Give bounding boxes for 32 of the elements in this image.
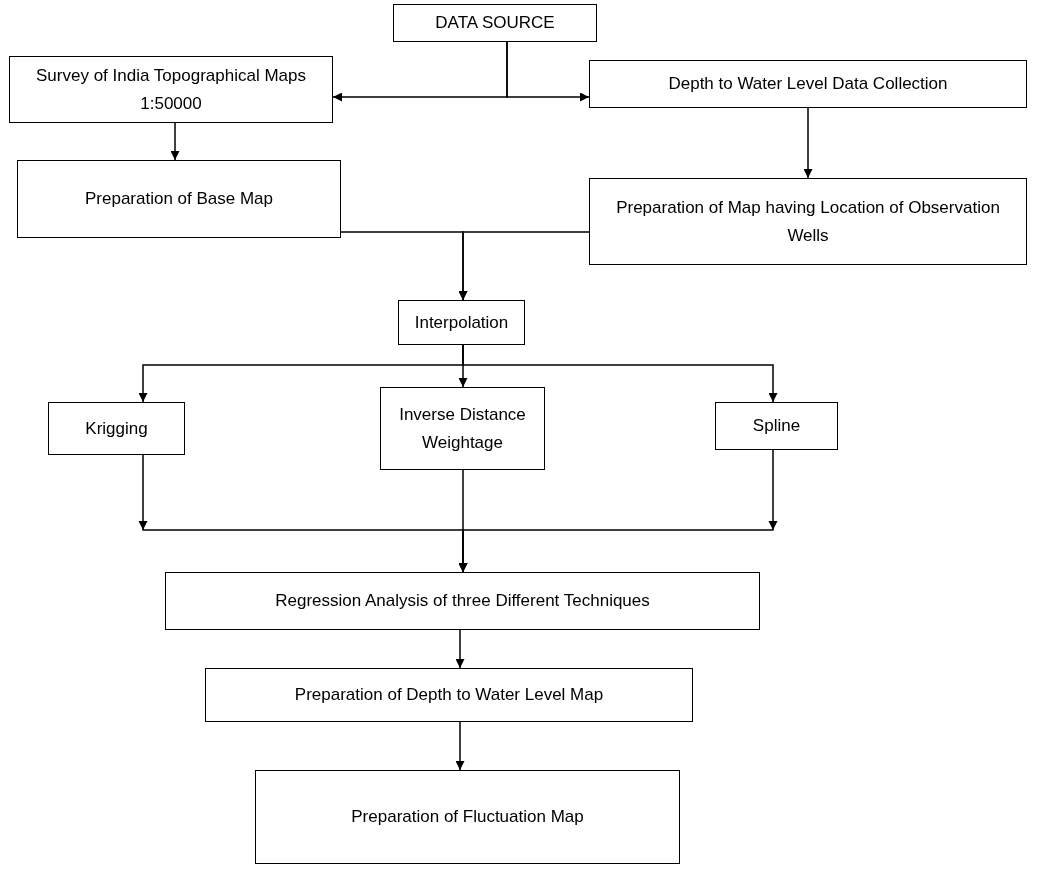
- arrow: [506, 41, 590, 102]
- box-label: Preparation of Map having Location of Observation Wells: [615, 197, 1001, 247]
- box-label: Spline: [752, 415, 801, 438]
- process-box: [255, 770, 680, 864]
- arrow: [462, 344, 778, 403]
- box-label: Inverse Distance Weightage: [398, 404, 527, 454]
- process-box: [380, 387, 545, 470]
- process-box: [205, 668, 693, 722]
- box-label: Preparation of Depth to Water Level Map: [294, 684, 604, 707]
- box-label: DATA SOURCE: [435, 12, 555, 35]
- process-box: [48, 402, 185, 455]
- process-box: [165, 572, 760, 630]
- arrow: [455, 629, 465, 669]
- box-label: Regression Analysis of three Different Techniques: [275, 590, 650, 613]
- box-label: Preparation of Base Map: [84, 188, 274, 211]
- process-box: [589, 60, 1027, 108]
- process-box: [398, 300, 525, 345]
- box-label: Survey of India Topographical Maps 1:50000: [35, 65, 307, 115]
- arrow: [458, 231, 590, 301]
- box-label: Depth to Water Level Data Collection: [668, 73, 948, 96]
- process-box: [17, 160, 341, 238]
- process-box: [589, 178, 1027, 265]
- process-box: [715, 402, 838, 450]
- arrow: [170, 122, 180, 161]
- process-box: [9, 56, 333, 123]
- box-label: Preparation of Fluctuation Map: [351, 806, 584, 829]
- process-box: [393, 4, 597, 42]
- arrow: [455, 721, 465, 771]
- box-label: Krigging: [85, 417, 148, 440]
- box-label: Interpolation: [414, 311, 509, 334]
- arrow: [458, 449, 778, 573]
- arrow: [803, 107, 813, 179]
